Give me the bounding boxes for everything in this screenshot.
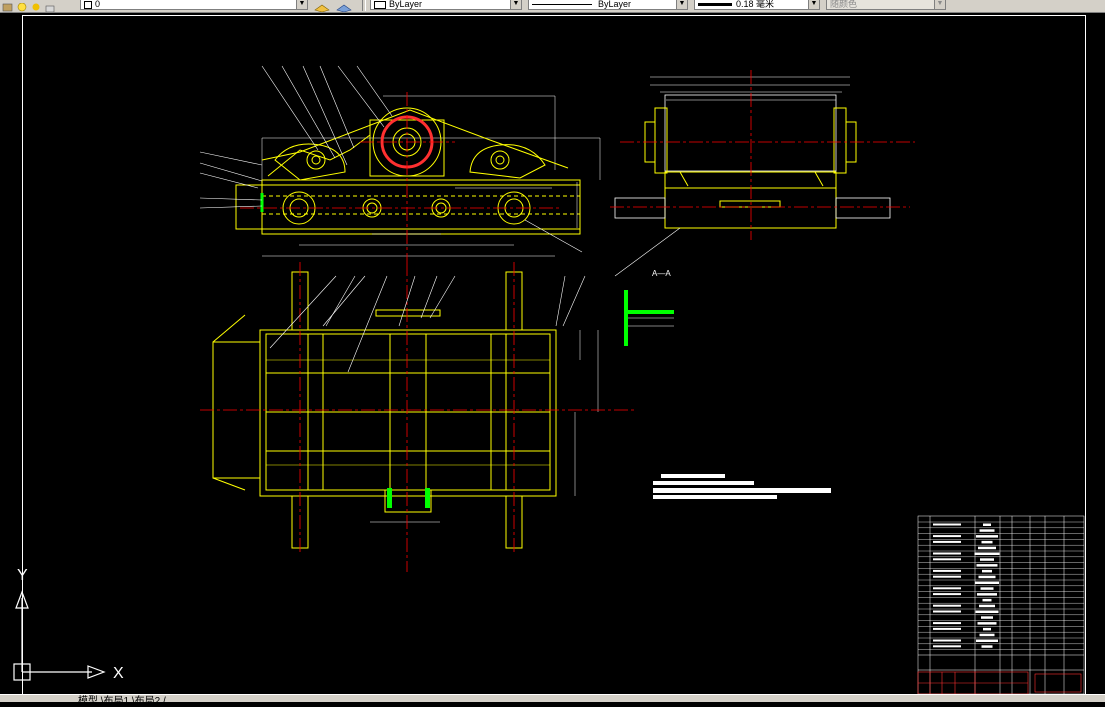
title-block-entry: [933, 552, 961, 555]
title-block-entry: [933, 587, 961, 590]
chevron-down-icon: ▼: [934, 0, 945, 9]
title-block-entry: [978, 546, 996, 550]
title-block-entry: [933, 558, 961, 561]
title-block-entry: [979, 604, 995, 608]
plotstyle-value: 随颜色: [830, 0, 858, 9]
ucs-icon: [13, 590, 106, 681]
chevron-down-icon[interactable]: ▼: [296, 0, 307, 9]
title-block-entry: [980, 587, 994, 590]
layout-tabs[interactable]: 模型 \布局1 \布局2 /: [78, 696, 166, 707]
side-centerlines: [610, 70, 915, 240]
title-block-entry: [933, 569, 961, 572]
plan-green-welds: [387, 488, 430, 508]
title-block-entry: [979, 529, 995, 532]
title-block-entry: [976, 639, 998, 642]
chevron-down-icon[interactable]: ▼: [510, 0, 521, 9]
front-leaders: [199, 65, 583, 253]
title-block-entry: [933, 604, 961, 607]
layer-previous-icon[interactable]: [335, 0, 353, 12]
title-block-entry: [933, 645, 961, 648]
technical-notes: [653, 474, 831, 499]
side-view: [614, 76, 891, 229]
title-block-entry: [982, 569, 992, 573]
vertical-scrollbar[interactable]: [1089, 13, 1105, 696]
chevron-down-icon[interactable]: ▼: [676, 0, 687, 9]
title-block-entry: [933, 627, 961, 630]
linetype-sample: [532, 4, 592, 6]
title-block-entry: [978, 575, 996, 579]
title-block-entry: [933, 535, 961, 538]
layer-dropdown[interactable]: 0 ▼: [80, 0, 308, 10]
title-block-entry: [975, 610, 999, 613]
title-block-entries: [933, 523, 1000, 648]
section-label: A—A: [652, 269, 671, 278]
lineweight-dropdown[interactable]: 0.18 毫米 ▼: [694, 0, 820, 10]
lock-icon[interactable]: [44, 0, 56, 12]
color-dropdown[interactable]: ByLayer ▼: [370, 0, 522, 10]
title-block-red-cells: [917, 671, 1082, 695]
layer-manager-icon[interactable]: [2, 0, 14, 12]
front-centerlines: [240, 92, 560, 262]
title-block-entry: [933, 639, 961, 642]
title-block-entry: [976, 564, 998, 567]
plan-view: [212, 271, 599, 549]
lineweight-sample: [698, 3, 732, 7]
title-block-entry: [933, 540, 961, 543]
freeze-sun-icon[interactable]: [30, 0, 42, 11]
title-block-entry: [982, 598, 992, 602]
ucs-x-label: X: [113, 665, 124, 682]
bulb-icon[interactable]: [16, 0, 28, 12]
title-block-entry: [975, 581, 999, 584]
chevron-down-icon[interactable]: ▼: [808, 0, 819, 9]
title-block-entry: [933, 523, 961, 526]
plotstyle-dropdown: 随颜色 ▼: [826, 0, 946, 10]
make-layer-current-icon[interactable]: [313, 0, 331, 12]
title-block-entry: [933, 593, 961, 596]
section-a-a: A—A: [624, 269, 674, 346]
front-view: [235, 95, 601, 257]
title-block-entry: [933, 622, 961, 625]
drawing-canvas[interactable]: [0, 13, 1105, 694]
title-block-entry: [981, 616, 993, 619]
title-block-entry: [979, 633, 995, 637]
plan-leaders: [269, 275, 586, 373]
title-block-entry: [980, 558, 994, 561]
color-swatch: [374, 0, 386, 9]
title-block-entry: [977, 593, 997, 596]
linetype-dropdown[interactable]: ByLayer ▼: [528, 0, 688, 10]
title-block-entry: [981, 645, 993, 648]
ucs-y-label: Y: [17, 567, 28, 584]
title-block-rows: [918, 521, 1084, 650]
title-block-entry: [974, 552, 1000, 555]
linetype-value: ByLayer: [598, 0, 632, 9]
title-block-entry: [983, 523, 991, 526]
plan-centerlines: [200, 262, 635, 572]
title-block-entry: [983, 627, 991, 631]
title-block-entry: [977, 622, 997, 625]
layer-value: 0: [95, 0, 101, 9]
toolbar-separator: [362, 0, 366, 11]
color-value: ByLayer: [389, 0, 423, 9]
title-block-entry: [981, 540, 993, 544]
layer-color-swatch: [84, 0, 92, 9]
properties-toolbar: 0 ▼ ByLayer ▼ ByLayer ▼ 0.18 毫米 ▼ 随颜色 ▼: [0, 0, 1105, 13]
title-block-entry: [933, 610, 961, 613]
lineweight-value: 0.18 毫米: [736, 0, 775, 9]
title-block-entry: [933, 575, 961, 578]
leader-line: [614, 227, 681, 277]
title-block-entry: [976, 535, 998, 538]
